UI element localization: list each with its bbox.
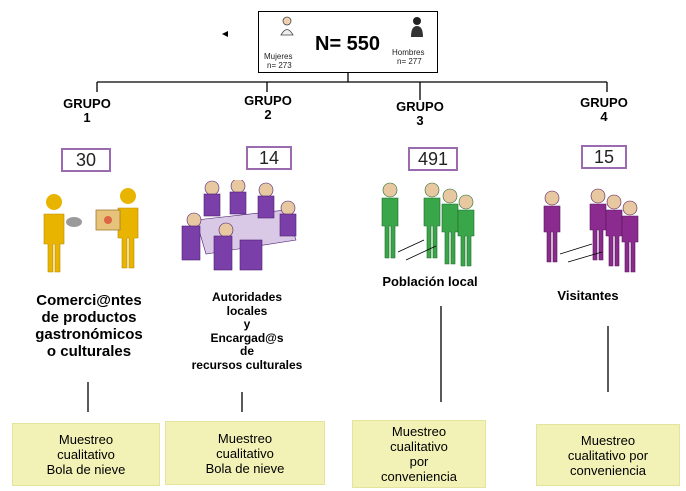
group-3-method-line: conveniencia xyxy=(381,469,457,484)
woman-icon xyxy=(280,16,294,36)
group-4-count: 15 xyxy=(581,145,627,169)
group-1-title-line: o culturales xyxy=(46,343,132,360)
group-3-method-line: por xyxy=(409,454,429,469)
group-2-title: Autoridades locales y Encargad@s de recu… xyxy=(167,290,327,372)
group-4-visitors-illustration xyxy=(543,188,639,273)
group-1-merchants-illustration xyxy=(43,188,139,273)
group-3-method-line: Muestreo xyxy=(391,424,447,439)
group-2-meeting-illustration xyxy=(181,180,297,271)
group-1-title: Comerci@ntes de productos gastronómicos … xyxy=(14,292,164,360)
merchant-figure-left xyxy=(43,194,82,273)
group-2-title-line: Encargad@s xyxy=(210,330,284,345)
group-2-title-line: Autoridades xyxy=(211,290,282,304)
group-1-label-number: 1 xyxy=(83,110,91,125)
group-3-label-word: GRUPO xyxy=(396,99,444,114)
group-1-title-line: Comerci@ntes xyxy=(36,292,142,309)
group-4-method-line: cualitativo por xyxy=(567,447,649,463)
group-1-label-word: GRUPO xyxy=(63,96,111,111)
group-4-method: Muestreo cualitativo por conveniencia xyxy=(536,424,680,486)
group-2-method-line: Bola de nieve xyxy=(205,460,285,476)
group-1-method-line: Bola de nieve xyxy=(46,462,126,477)
group-1-method: Muestreo cualitativo Bola de nieve xyxy=(12,423,160,486)
group-4-label-number: 4 xyxy=(600,109,608,124)
women-count: n= 273 xyxy=(267,61,292,70)
total-sample-box: Mujeres n= 273 N= 550 Hombres n= 277 xyxy=(258,11,438,73)
group-3-method-line: cualitativo xyxy=(390,439,448,454)
group-3-count: 491 xyxy=(408,147,458,171)
group-1-method-line: Muestreo xyxy=(58,432,114,447)
group-4-method-line: Muestreo xyxy=(580,432,636,448)
group-1-method-line: cualitativo xyxy=(57,447,115,462)
group-1-title-line: gastronómicos xyxy=(35,326,143,343)
men-count: n= 277 xyxy=(397,57,422,66)
group-2-label-word: GRUPO xyxy=(244,93,292,108)
men-label: Hombres xyxy=(392,48,425,57)
group-2-method-line: cualitativo xyxy=(216,445,274,461)
total-count: N= 550 xyxy=(315,33,381,55)
women-label: Mujeres xyxy=(264,52,293,61)
man-icon xyxy=(411,17,423,37)
group-1-title-line: de productos xyxy=(41,309,137,326)
group-4-title: Visitantes xyxy=(557,288,619,303)
group-2-label: GRUPO 2 xyxy=(233,94,303,122)
group-2-label-number: 2 xyxy=(264,107,272,122)
group-2-title-line: recursos culturales xyxy=(191,357,303,372)
pointer-marker xyxy=(222,31,228,37)
group-4-method-line: conveniencia xyxy=(570,462,646,478)
group-3-label: GRUPO 3 xyxy=(385,100,455,128)
group-4-link-lines xyxy=(559,243,603,263)
group-3-locals-illustration xyxy=(381,182,475,267)
group-3-title: Población local xyxy=(382,274,478,289)
group-2-title-line: de xyxy=(239,344,254,358)
group-2-method: Muestreo cualitativo Bola de nieve xyxy=(165,421,325,485)
group-1-label: GRUPO 1 xyxy=(52,97,122,125)
group-4-label-word: GRUPO xyxy=(580,95,628,110)
group-2-method-line: Muestreo xyxy=(217,430,273,446)
merchant-figure-right xyxy=(95,188,139,269)
group-2-count: 14 xyxy=(246,146,292,170)
group-3-label-number: 3 xyxy=(416,113,424,128)
group-2-title-line: y xyxy=(243,317,251,331)
group-2-title-line: locales xyxy=(226,303,268,318)
group-1-count: 30 xyxy=(61,148,111,172)
group-4-label: GRUPO 4 xyxy=(569,96,639,124)
group-3-method: Muestreo cualitativo por conveniencia xyxy=(352,420,486,488)
group-3-link-lines xyxy=(397,239,437,261)
